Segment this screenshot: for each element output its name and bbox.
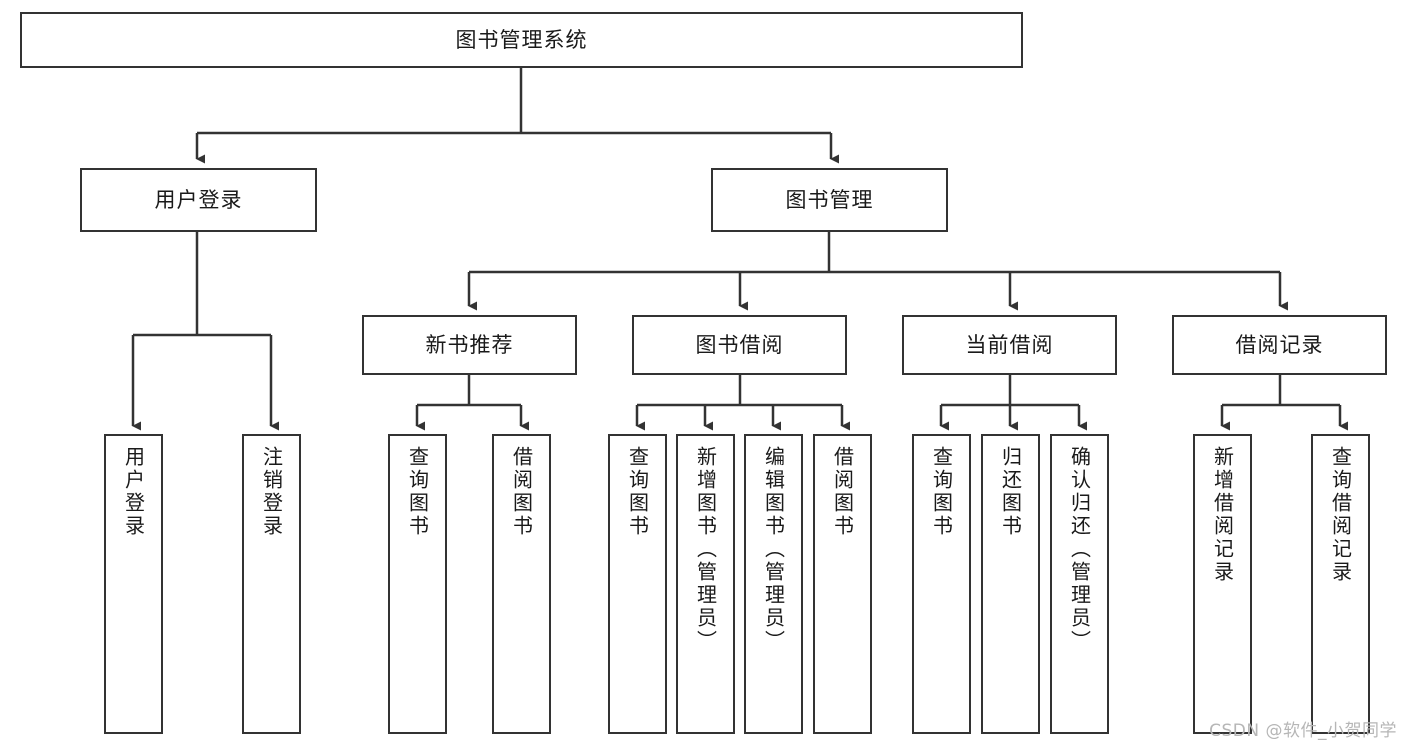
leaf-record-query-record-label: 查询借阅记录 [1328,446,1353,584]
node-borrow-record-label: 借阅记录 [1235,332,1324,357]
node-user-login-label: 用户登录 [154,187,243,212]
leaf-record-add-record[interactable]: 新增借阅记录 [1193,434,1252,734]
leaf-record-add-record-label: 新增借阅记录 [1210,446,1235,584]
node-current-borrow[interactable]: 当前借阅 [902,315,1117,375]
leaf-user-login-login[interactable]: 用户登录 [104,434,163,734]
leaf-recommend-query-book[interactable]: 查询图书 [388,434,447,734]
leaf-user-login-login-label: 用户登录 [121,446,146,538]
leaf-record-query-record[interactable]: 查询借阅记录 [1311,434,1370,734]
node-root-system-label: 图书管理系统 [455,27,588,52]
leaf-borrow-add-book-admin[interactable]: 新增图书（管理员） [676,434,735,734]
leaf-current-confirm-return-admin[interactable]: 确认归还（管理员） [1050,434,1109,734]
leaf-user-login-logout-label: 注销登录 [259,446,284,538]
node-book-management-label: 图书管理 [785,187,874,212]
node-new-book-recommend[interactable]: 新书推荐 [362,315,577,375]
leaf-user-login-logout[interactable]: 注销登录 [242,434,301,734]
leaf-current-query-book[interactable]: 查询图书 [912,434,971,734]
leaf-recommend-borrow-book[interactable]: 借阅图书 [492,434,551,734]
node-new-book-recommend-label: 新书推荐 [425,332,514,357]
leaf-borrow-edit-book-admin[interactable]: 编辑图书（管理员） [744,434,803,734]
node-current-borrow-label: 当前借阅 [965,332,1054,357]
node-book-management[interactable]: 图书管理 [711,168,948,232]
leaf-borrow-query-book[interactable]: 查询图书 [608,434,667,734]
leaf-current-return-book-label: 归还图书 [998,446,1023,538]
watermark-text: CSDN @软件_小贺同学 [1209,721,1397,741]
node-root-system[interactable]: 图书管理系统 [20,12,1023,68]
leaf-borrow-edit-book-admin-label: 编辑图书（管理员） [761,446,786,653]
node-book-borrow-label: 图书借阅 [695,332,784,357]
leaf-current-return-book[interactable]: 归还图书 [981,434,1040,734]
leaf-current-query-book-label: 查询图书 [929,446,954,538]
leaf-recommend-query-book-label: 查询图书 [405,446,430,538]
node-user-login[interactable]: 用户登录 [80,168,317,232]
node-borrow-record[interactable]: 借阅记录 [1172,315,1387,375]
leaf-borrow-add-book-admin-label: 新增图书（管理员） [693,446,718,653]
leaf-borrow-borrow-book[interactable]: 借阅图书 [813,434,872,734]
leaf-current-confirm-return-admin-label: 确认归还（管理员） [1067,446,1092,653]
node-book-borrow[interactable]: 图书借阅 [632,315,847,375]
leaf-recommend-borrow-book-label: 借阅图书 [509,446,534,538]
leaf-borrow-query-book-label: 查询图书 [625,446,650,538]
leaf-borrow-borrow-book-label: 借阅图书 [830,446,855,538]
